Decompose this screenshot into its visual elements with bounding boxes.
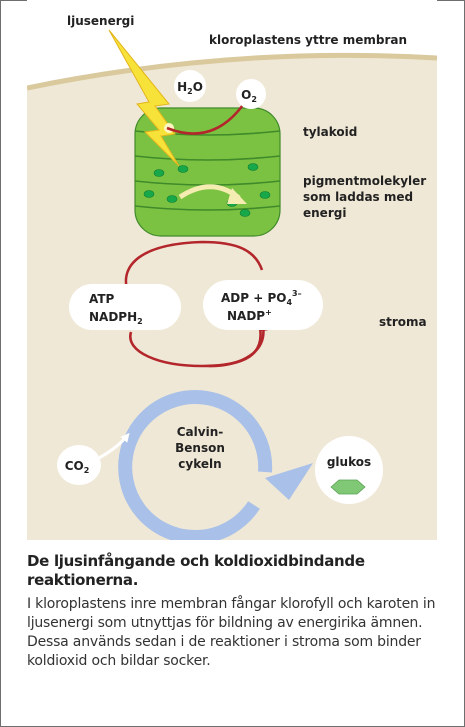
diagram-panel: H2O O2 ljusenergi kloroplastens yttre me… [27,0,437,540]
svg-text:H2O: H2O [177,80,203,96]
co2-bubble: CO2 [57,445,101,485]
pigment-label-line1: pigmentmolekyler [303,174,426,188]
svg-text:NADPH2: NADPH2 [89,310,143,326]
water-split-arrow [166,93,251,135]
photosynthesis-diagram: H2O O2 ljusenergi kloroplastens yttre me… [27,0,437,540]
co2-intake-arrow [98,432,130,460]
caption-body: I kloroplastens inre membran fångar klor… [27,596,436,669]
svg-text:ADP + PO43–: ADP + PO43– [221,289,302,307]
h2o-bubble: H2O [174,70,206,102]
svg-text:NADP+: NADP+ [227,308,272,323]
figure-caption: De ljusinfångande och koldioxidbindande … [27,552,439,671]
calvin-label-line1: Calvin- [177,425,223,439]
pigment-label-line2: som laddas med [303,190,413,204]
light-energy-label: ljusenergi [67,14,134,28]
calvin-cycle-ring [118,390,313,540]
svg-text:ATP: ATP [89,292,115,306]
calvin-label-line3: cykeln [178,457,221,471]
adp-nadp-bubble: ADP + PO43– NADP+ [203,280,323,330]
regeneration-arrow [208,323,268,368]
o2-bubble: O2 [236,79,266,109]
caption-title: De ljusinfångande och koldioxidbindande … [27,552,365,589]
atp-cycle-top-arc [124,240,264,301]
calvin-label-line2: Benson [175,441,225,455]
svg-text:glukos: glukos [327,455,371,469]
thylakoid-label: tylakoid [303,125,357,139]
stroma-label: stroma [379,315,427,329]
outer-membrane-line [27,52,437,91]
atp-nadph-bubble: ATP NADPH2 [69,284,181,330]
glucose-bubble: glukos [315,436,383,504]
energy-transfer-arrow [178,184,247,204]
svg-text:CO2: CO2 [65,459,90,475]
outer-membrane-label: kloroplastens yttre membran [209,33,407,47]
svg-text:O2: O2 [241,88,257,104]
pigment-label-line3: energi [303,206,346,220]
glucose-hexagon-icon [330,479,366,495]
